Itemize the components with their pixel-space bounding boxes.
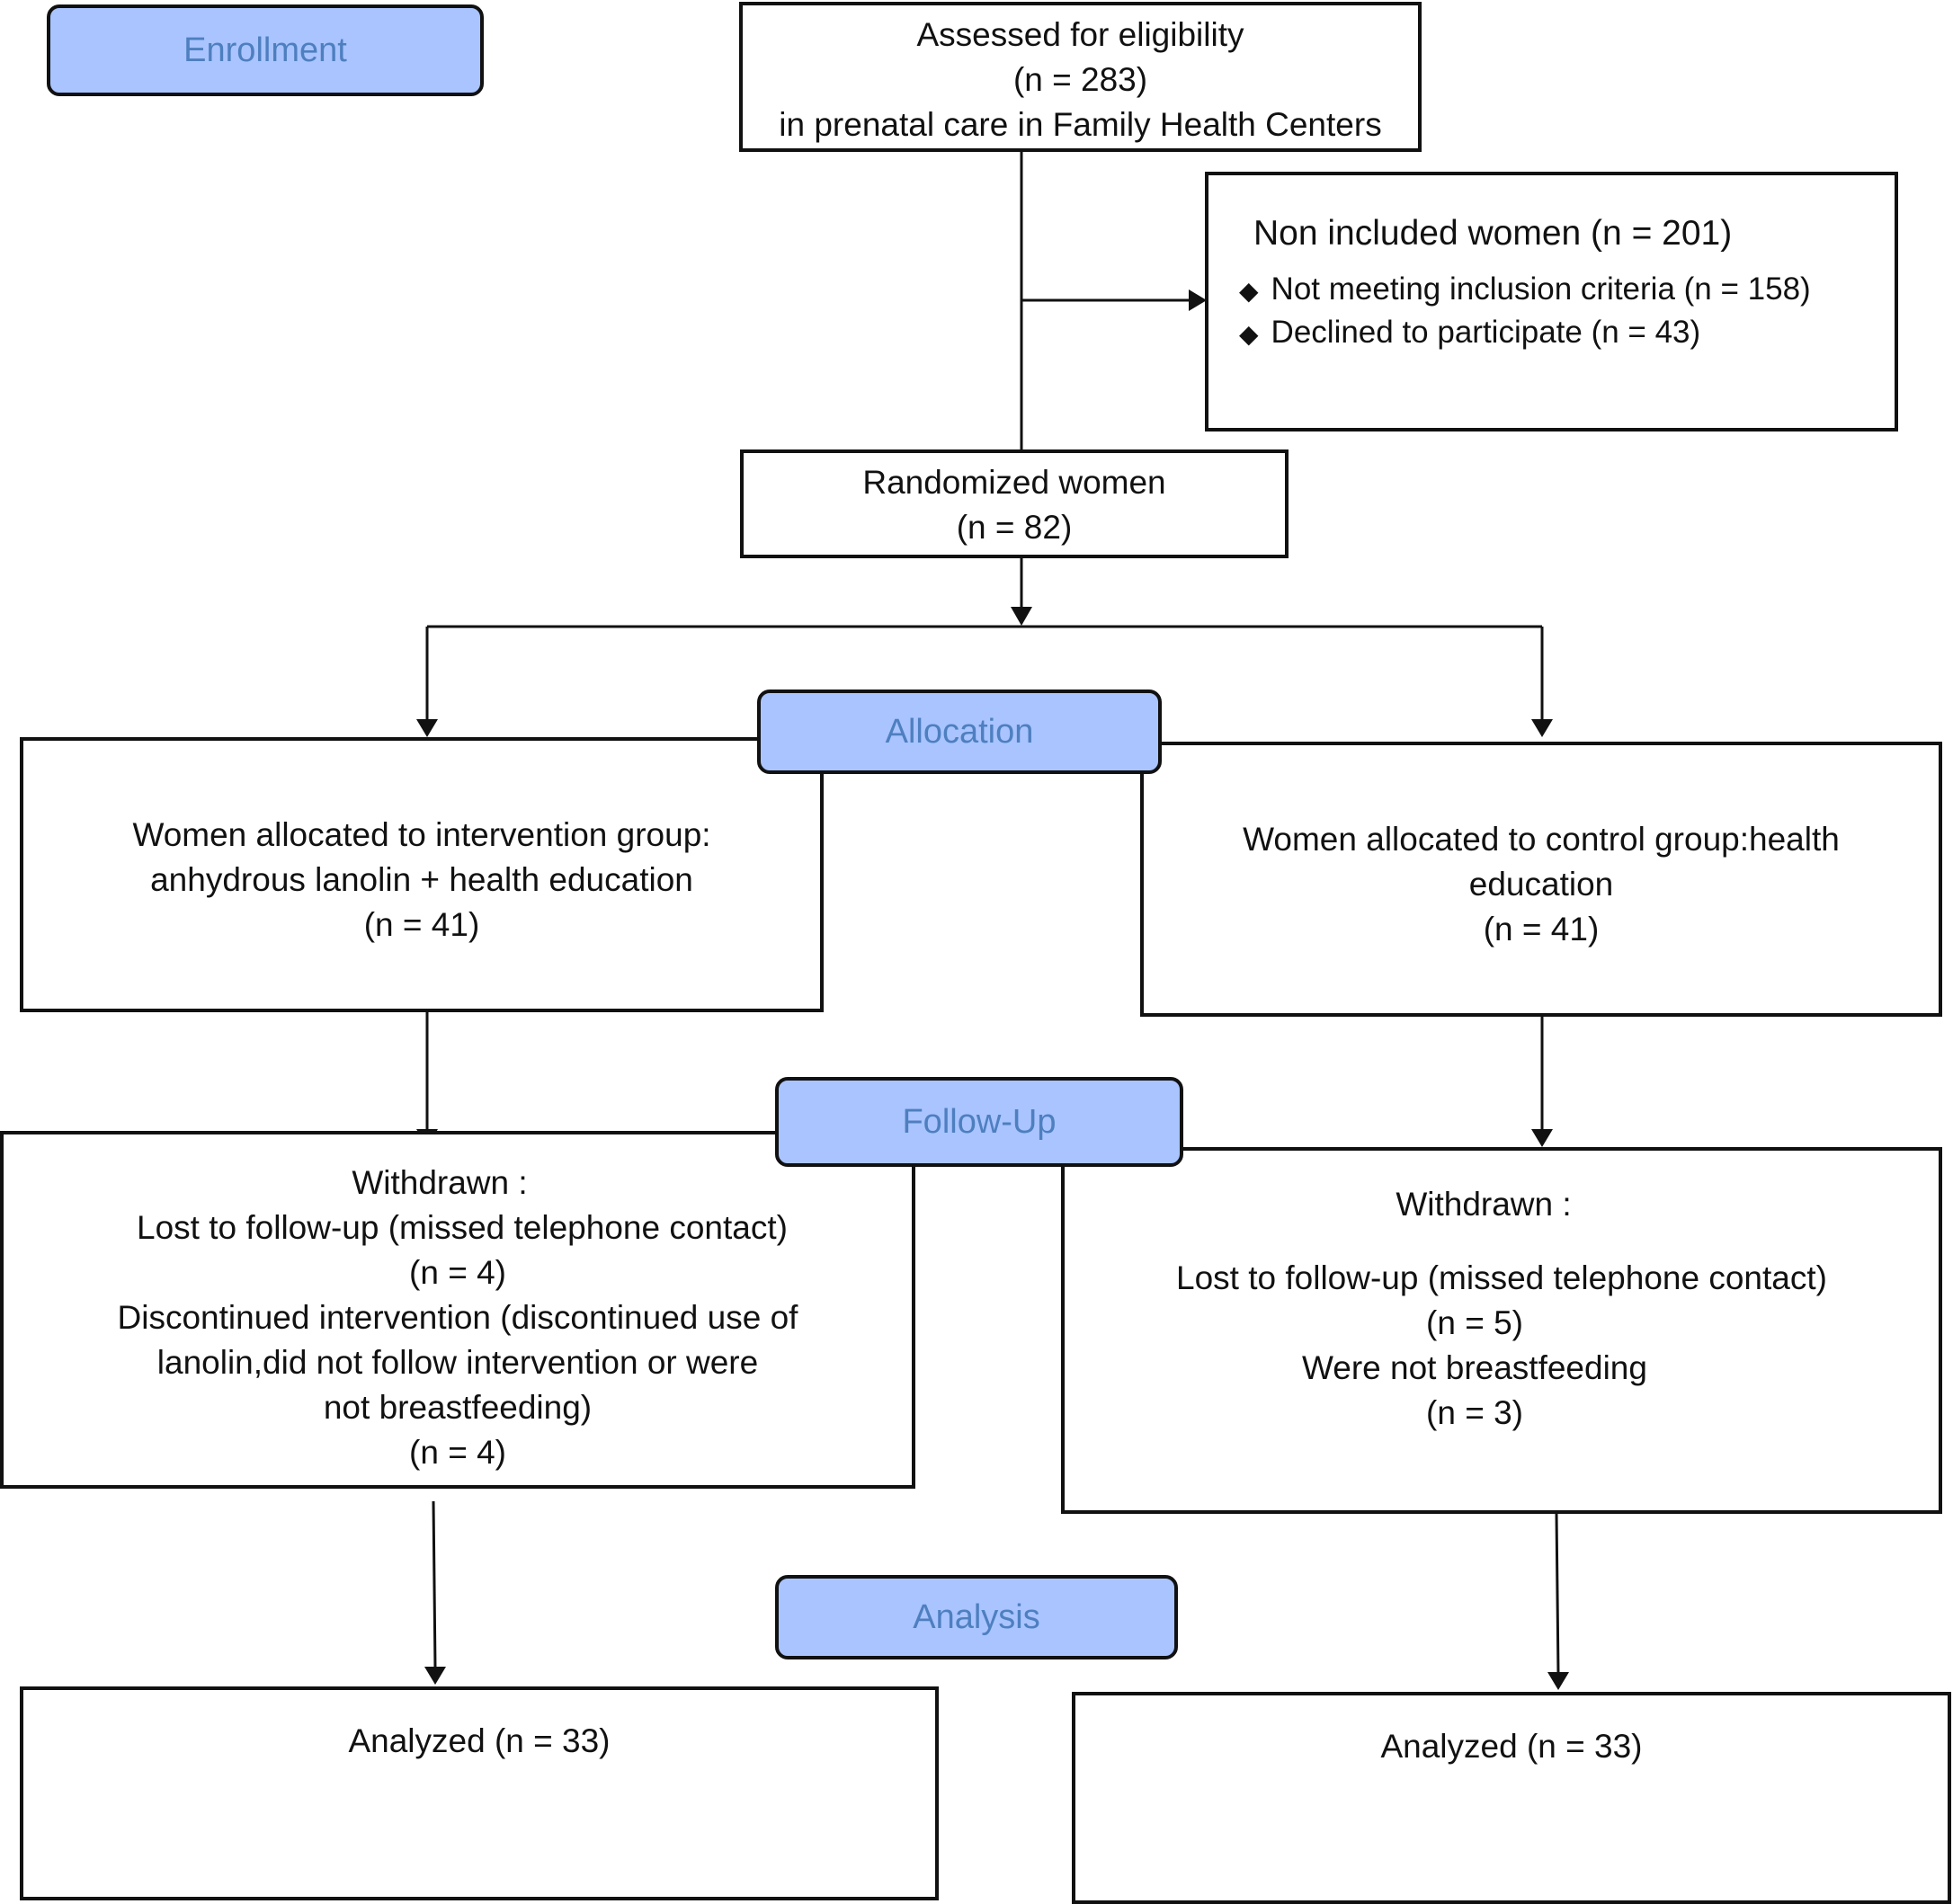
withdrawn-intervention-line-1: Withdrawn : bbox=[352, 1164, 528, 1201]
withdrawn-control-line-3: (n = 5) bbox=[1426, 1304, 1523, 1341]
intervention-line-3: (n = 41) bbox=[363, 906, 480, 943]
control-line-2: education bbox=[1468, 866, 1614, 903]
excluded-bullet-2: ◆ Declined to participate (n = 43) bbox=[1208, 312, 1895, 355]
diamond-bullet-icon: ◆ bbox=[1239, 277, 1259, 305]
withdrawn-intervention-line-3: (n = 4) bbox=[409, 1254, 506, 1291]
excluded-bullet-2-text: Declined to participate (n = 43) bbox=[1271, 315, 1701, 350]
connector-withdrawn-analyzed-right bbox=[1555, 1513, 1560, 1675]
excluded-box: Non included women (n = 201) ◆ Not meetin… bbox=[1205, 172, 1898, 432]
connector-withdrawn-analyzed-left bbox=[432, 1500, 437, 1669]
analyzed-intervention-label: Analyzed (n = 33) bbox=[348, 1722, 611, 1759]
excluded-title: Non included women (n = 201) bbox=[1253, 214, 1733, 253]
assessed-line-3: in prenatal care in Family Health Center… bbox=[779, 106, 1382, 143]
intervention-line-1: Women allocated to intervention group: bbox=[132, 816, 711, 853]
excluded-bullet-1-text: Not meeting inclusion criteria (n = 158) bbox=[1271, 271, 1811, 307]
assessed-line-2: (n = 283) bbox=[1012, 61, 1148, 98]
withdrawn-intervention-box: Withdrawn : Lost to follow-up (missed te… bbox=[0, 1131, 915, 1489]
intervention-box: Women allocated to intervention group: a… bbox=[20, 737, 824, 1012]
withdrawn-intervention-line-5: lanolin,did not follow intervention or w… bbox=[156, 1344, 759, 1381]
randomized-line-2: (n = 82) bbox=[956, 509, 1073, 546]
withdrawn-intervention-line-2: Lost to follow-up (missed telephone cont… bbox=[137, 1209, 788, 1246]
withdrawn-intervention-line-4: Discontinued intervention (discontinued … bbox=[117, 1299, 798, 1336]
excluded-bullet-1: ◆ Not meeting inclusion criteria (n = 158… bbox=[1208, 269, 1895, 312]
stage-analysis: Analysis bbox=[775, 1575, 1178, 1659]
withdrawn-intervention-line-6: not breastfeeding) bbox=[323, 1389, 593, 1426]
intervention-line-2: anhydrous lanolin + health education bbox=[150, 861, 693, 898]
analyzed-control-box: Analyzed (n = 33) bbox=[1072, 1692, 1951, 1904]
randomized-line-1: Randomized women bbox=[862, 464, 1166, 501]
withdrawn-control-box: Withdrawn : Lost to follow-up (missed te… bbox=[1061, 1147, 1942, 1514]
assessed-line-1: Assessed for eligibility bbox=[916, 16, 1244, 53]
control-line-1: Women allocated to control group:health bbox=[1243, 821, 1840, 858]
analyzed-control-label: Analyzed (n = 33) bbox=[1380, 1728, 1643, 1765]
control-line-3: (n = 41) bbox=[1483, 911, 1600, 948]
stage-followup-label: Follow-Up bbox=[902, 1102, 1057, 1141]
stage-analysis-label: Analysis bbox=[913, 1597, 1040, 1636]
stage-allocation-label: Allocation bbox=[885, 712, 1034, 751]
assessed-box: Assessed for eligibility (n = 283) in pr… bbox=[739, 2, 1422, 152]
stage-followup: Follow-Up bbox=[775, 1077, 1183, 1167]
withdrawn-control-line-4: Were not breastfeeding bbox=[1302, 1349, 1647, 1386]
stage-allocation: Allocation bbox=[757, 690, 1162, 774]
control-box: Women allocated to control group:health … bbox=[1140, 742, 1942, 1017]
withdrawn-intervention-line-7: (n = 4) bbox=[409, 1434, 506, 1471]
analyzed-intervention-box: Analyzed (n = 33) bbox=[20, 1686, 939, 1900]
stage-enrollment: Enrollment bbox=[47, 4, 484, 96]
diamond-bullet-icon: ◆ bbox=[1239, 320, 1259, 348]
withdrawn-control-line-5: (n = 3) bbox=[1426, 1394, 1523, 1431]
withdrawn-control-line-1: Withdrawn : bbox=[1396, 1186, 1572, 1223]
withdrawn-control-line-2: Lost to follow-up (missed telephone cont… bbox=[1176, 1259, 1827, 1296]
randomized-box: Randomized women (n = 82) bbox=[740, 449, 1289, 558]
stage-enrollment-label: Enrollment bbox=[183, 31, 347, 69]
